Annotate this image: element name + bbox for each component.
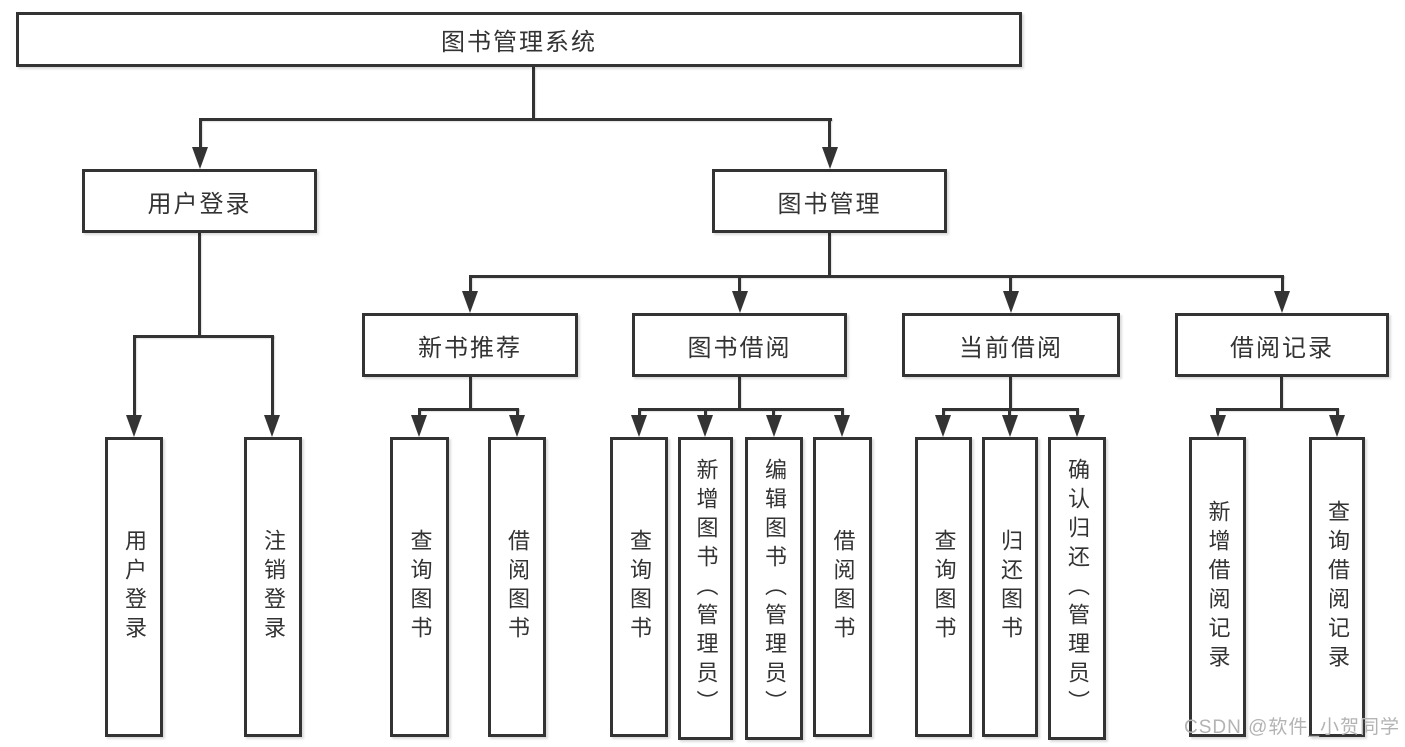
node-label: 图书借阅 bbox=[687, 334, 792, 362]
v-line bbox=[942, 408, 945, 415]
leaf-edit-books-admin: 编辑图书（管理员） bbox=[745, 437, 803, 740]
leaf-query-books-borrow: 查询图书 bbox=[610, 437, 668, 737]
csdn-watermark: CSDN @软件_小贺同学 bbox=[1184, 717, 1400, 738]
h-line bbox=[199, 118, 832, 121]
node-user-login: 用户登录 bbox=[82, 169, 317, 233]
arrow-down bbox=[1003, 291, 1019, 313]
arrow-down bbox=[834, 415, 850, 437]
v-line bbox=[516, 408, 519, 415]
node-book-borrow: 图书借阅 bbox=[632, 313, 847, 377]
leaf-logout: 注销登录 bbox=[244, 437, 302, 737]
leaf-add-borrow-record: 新增借阅记录 bbox=[1189, 437, 1246, 737]
v-line bbox=[199, 118, 202, 147]
leaf-label: 确认归还（管理员） bbox=[1065, 458, 1090, 719]
v-line bbox=[133, 335, 136, 415]
arrow-down bbox=[1329, 415, 1345, 437]
v-line bbox=[1009, 377, 1012, 408]
arrow-down bbox=[1002, 415, 1018, 437]
v-line bbox=[1280, 377, 1283, 408]
leaf-label: 用户登录 bbox=[122, 529, 147, 645]
node-label: 借阅记录 bbox=[1230, 334, 1334, 362]
arrow-down bbox=[1274, 291, 1290, 313]
node-label: 当前借阅 bbox=[959, 334, 1063, 362]
node-label: 用户登录 bbox=[147, 190, 252, 218]
leaf-add-books-admin: 新增图书（管理员） bbox=[678, 437, 733, 740]
node-new-book-recommend: 新书推荐 bbox=[362, 313, 578, 377]
v-line bbox=[1281, 275, 1284, 291]
v-line bbox=[271, 335, 274, 415]
arrow-down bbox=[631, 415, 647, 437]
v-line bbox=[1008, 408, 1011, 415]
node-library-system-root: 图书管理系统 bbox=[16, 12, 1022, 67]
leaf-borrow-books-recommend: 借阅图书 bbox=[488, 437, 546, 737]
leaf-label: 借阅图书 bbox=[830, 529, 856, 645]
node-borrow-records: 借阅记录 bbox=[1175, 313, 1389, 377]
node-current-borrow: 当前借阅 bbox=[902, 313, 1120, 377]
arrow-down bbox=[822, 147, 838, 169]
h-line bbox=[638, 408, 843, 411]
node-label: 图书管理系统 bbox=[441, 29, 597, 56]
leaf-label: 注销登录 bbox=[261, 529, 286, 645]
v-line bbox=[772, 408, 775, 415]
v-line bbox=[418, 408, 421, 415]
arrow-down bbox=[509, 415, 525, 437]
arrow-down bbox=[264, 415, 280, 437]
v-line bbox=[638, 408, 641, 415]
leaf-borrow-books: 借阅图书 bbox=[813, 437, 872, 737]
v-line bbox=[828, 118, 831, 147]
arrow-down bbox=[1069, 415, 1085, 437]
leaf-query-books-current: 查询图书 bbox=[915, 437, 972, 737]
leaf-label: 借阅图书 bbox=[505, 529, 530, 645]
leaf-label: 归还图书 bbox=[998, 529, 1023, 645]
node-label: 新书推荐 bbox=[418, 334, 522, 362]
arrow-down bbox=[462, 291, 478, 313]
v-line bbox=[1336, 408, 1339, 415]
arrow-down bbox=[126, 415, 142, 437]
h-line bbox=[418, 408, 519, 411]
arrow-down bbox=[697, 415, 713, 437]
v-line bbox=[1009, 275, 1012, 291]
v-line bbox=[828, 233, 831, 275]
v-line bbox=[1216, 408, 1219, 415]
v-line bbox=[704, 408, 707, 415]
node-book-management: 图书管理 bbox=[712, 169, 947, 233]
leaf-label: 查询图书 bbox=[627, 529, 652, 645]
v-line bbox=[198, 233, 201, 335]
leaf-label: 新增借阅记录 bbox=[1205, 500, 1231, 674]
v-line bbox=[469, 275, 472, 291]
h-line bbox=[1217, 408, 1338, 411]
v-line bbox=[532, 67, 535, 119]
arrow-down bbox=[766, 415, 782, 437]
v-line bbox=[738, 275, 741, 291]
node-label: 图书管理 bbox=[777, 190, 882, 218]
arrow-down bbox=[732, 291, 748, 313]
v-line bbox=[738, 377, 741, 408]
leaf-user-login: 用户登录 bbox=[105, 437, 163, 737]
leaf-query-borrow-record: 查询借阅记录 bbox=[1309, 437, 1365, 737]
v-line bbox=[469, 377, 472, 408]
leaf-label: 查询借阅记录 bbox=[1325, 500, 1350, 674]
leaf-label: 新增图书（管理员） bbox=[693, 458, 719, 719]
h-line bbox=[133, 335, 274, 338]
leaf-label: 编辑图书（管理员） bbox=[762, 458, 787, 719]
v-line bbox=[841, 408, 844, 415]
leaf-label: 查询图书 bbox=[931, 529, 957, 645]
arrow-down bbox=[411, 415, 427, 437]
leaf-label: 查询图书 bbox=[407, 529, 433, 645]
arrow-down bbox=[935, 415, 951, 437]
arrow-down bbox=[192, 147, 208, 169]
leaf-query-books-recommend: 查询图书 bbox=[390, 437, 449, 737]
h-line bbox=[469, 275, 1284, 278]
leaf-return-books: 归还图书 bbox=[982, 437, 1038, 737]
arrow-down bbox=[1210, 415, 1226, 437]
leaf-confirm-return-admin: 确认归还（管理员） bbox=[1048, 437, 1106, 740]
v-line bbox=[1076, 408, 1079, 415]
